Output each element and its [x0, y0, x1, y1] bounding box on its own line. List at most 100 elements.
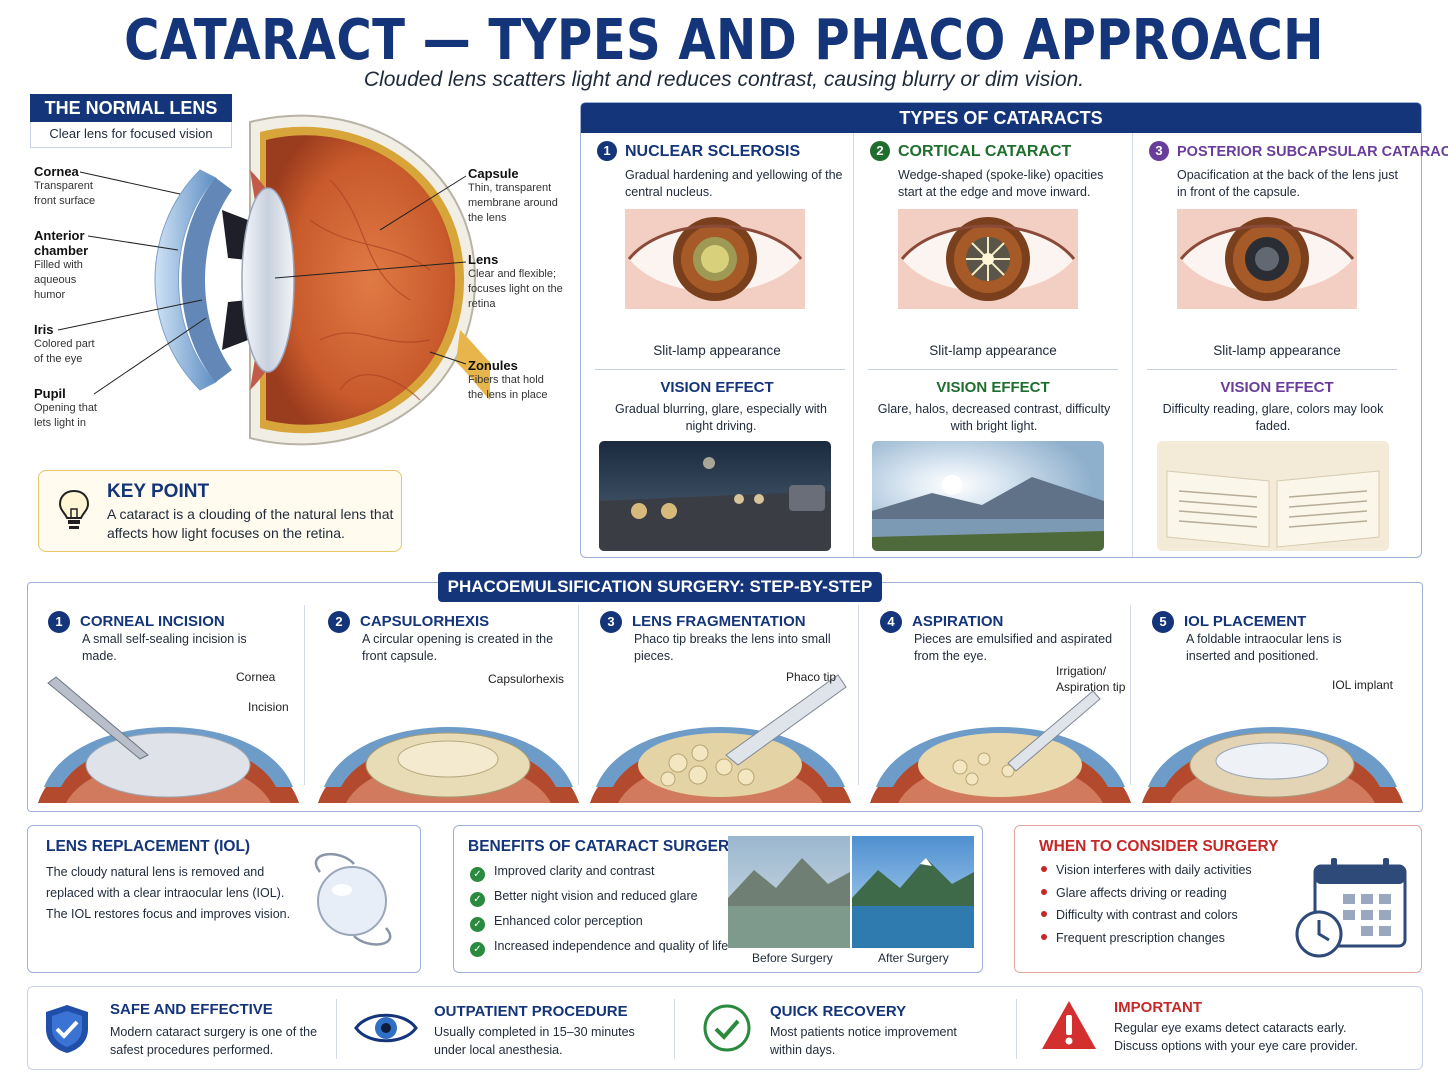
warning-icon [1042, 1001, 1096, 1049]
open-book-photo [1157, 441, 1389, 551]
footer-title: SAFE AND EFFECTIVE [110, 1001, 273, 1018]
iol-title: LENS REPLACEMENT (IOL) [46, 838, 251, 855]
check-icon: ✓ [470, 867, 485, 882]
type-desc: Gradual hardening and yellowing of the c… [625, 168, 843, 199]
type-desc: Opacification at the back of the lens ju… [1177, 168, 1398, 199]
type-divider [868, 369, 1118, 370]
check-circle-icon [703, 1004, 751, 1052]
nuclear-eye-image [625, 209, 805, 309]
label-zonules: Zonules Fibers that hold the lens in pla… [468, 358, 548, 401]
label-cornea: Cornea Transparent front surface [34, 164, 96, 207]
step-desc: Phaco tip breaks the lens into small pie… [634, 632, 831, 663]
iol-card: LENS REPLACEMENT (IOL) The cloudy natura… [27, 825, 421, 973]
tag-iol-implant: IOL implant [1332, 678, 1393, 692]
calendar-clock-icon [1295, 858, 1407, 958]
tag-incision: Incision [248, 700, 289, 714]
when-item: Difficulty with contrast and colors [1041, 908, 1238, 922]
footer-divider [1016, 999, 1017, 1059]
vision-effect-title: VISION EFFECT [660, 379, 774, 396]
step-desc: A small self-sealing incision is made. [82, 632, 247, 663]
key-point-box: KEY POINT A cataract is a clouding of th… [38, 470, 402, 552]
footer-divider [674, 999, 675, 1059]
vision-effect-title: VISION EFFECT [936, 379, 1050, 396]
type-divider [1147, 369, 1397, 370]
lightbulb-icon [58, 489, 90, 529]
when-item: Vision interferes with daily activities [1041, 863, 1252, 877]
step-desc: Pieces are emulsified and aspirated from… [914, 632, 1113, 663]
step-divider [858, 605, 859, 785]
benefit-item: ✓Enhanced color perception [470, 914, 643, 932]
night-driving-photo [599, 441, 831, 551]
type-slit-label: Slit-lamp appearance [653, 343, 781, 358]
label-lens: Lens Clear and flexible; focuses light o… [468, 252, 563, 310]
iol-text: The cloudy natural lens is removed and r… [46, 865, 291, 921]
tag-capsulorhexis: Capsulorhexis [488, 672, 565, 686]
footer-title: OUTPATIENT PROCEDURE [434, 1003, 628, 1020]
label-anterior-chamber: Anterior chamber Filled with aqueous hum… [34, 228, 89, 301]
footer-divider [336, 999, 337, 1059]
eye-icon [354, 1013, 418, 1043]
when-title: WHEN TO CONSIDER SURGERY [1039, 838, 1279, 855]
key-point-title: KEY POINT [107, 481, 210, 502]
benefits-card: BENEFITS OF CATARACT SURGERY ✓Improved c… [453, 825, 983, 973]
label-capsule: Capsule Thin, transparent membrane aroun… [468, 166, 558, 224]
type-desc: Wedge-shaped (spoke-like) opacities star… [898, 168, 1104, 199]
capsulorhexis-illustration [318, 727, 579, 803]
cortical-eye-image [898, 209, 1078, 309]
types-header: TYPES OF CATARACTS [581, 103, 1421, 133]
tag-phaco-tip: Phaco tip [786, 670, 837, 684]
step-divider [578, 605, 579, 785]
when-item: Glare affects driving or reading [1041, 886, 1227, 900]
step-desc: A circular opening is created in the fro… [362, 632, 554, 663]
type-slit-label: Slit-lamp appearance [1213, 343, 1341, 358]
check-icon: ✓ [470, 892, 485, 907]
vision-effect-text: Difficulty reading, glare, colors may lo… [1162, 402, 1384, 433]
step-divider [304, 605, 305, 785]
vision-effect-text: Glare, halos, decreased contrast, diffic… [877, 402, 1111, 433]
type-slit-label: Slit-lamp appearance [929, 343, 1057, 358]
tag-cornea: Cornea [236, 670, 276, 684]
benefit-item: ✓Increased independence and quality of l… [470, 939, 728, 957]
after-surgery-label: After Surgery [878, 951, 949, 965]
step-desc: A foldable intraocular lens is inserted … [1186, 632, 1342, 663]
before-after-photo [728, 836, 974, 948]
footer-text: Usually completed in 15–30 minutes under… [434, 1025, 635, 1057]
before-surgery-label: Before Surgery [752, 951, 833, 965]
check-icon: ✓ [470, 917, 485, 932]
check-icon: ✓ [470, 942, 485, 957]
types-divider [853, 133, 854, 557]
type-divider [595, 369, 845, 370]
normal-lens-header: THE NORMAL LENS [30, 94, 232, 122]
when-item: Frequent prescription changes [1041, 931, 1225, 945]
eye-anatomy-illustration [154, 114, 490, 446]
iol-placement-illustration [1142, 727, 1403, 803]
corneal-incision-illustration [38, 676, 299, 803]
page-subtitle: Clouded lens scatters light and reduces … [363, 68, 1085, 91]
label-iris: Iris Colored part of the eye [34, 322, 95, 365]
shield-check-icon [46, 1005, 88, 1053]
types-divider [1132, 133, 1133, 557]
vision-effect-title: VISION EFFECT [1220, 379, 1334, 396]
aspiration-illustration [870, 690, 1131, 803]
footer-bar: SAFE AND EFFECTIVE Modern cataract surge… [27, 986, 1423, 1070]
lens-fragmentation-illustration [590, 674, 851, 803]
posterior-eye-image [1177, 209, 1357, 309]
iol-lens-icon [314, 852, 392, 946]
footer-text: Most patients notice improvement within … [770, 1025, 957, 1057]
vision-effect-text: Gradual blurring, glare, especially with… [615, 402, 827, 433]
